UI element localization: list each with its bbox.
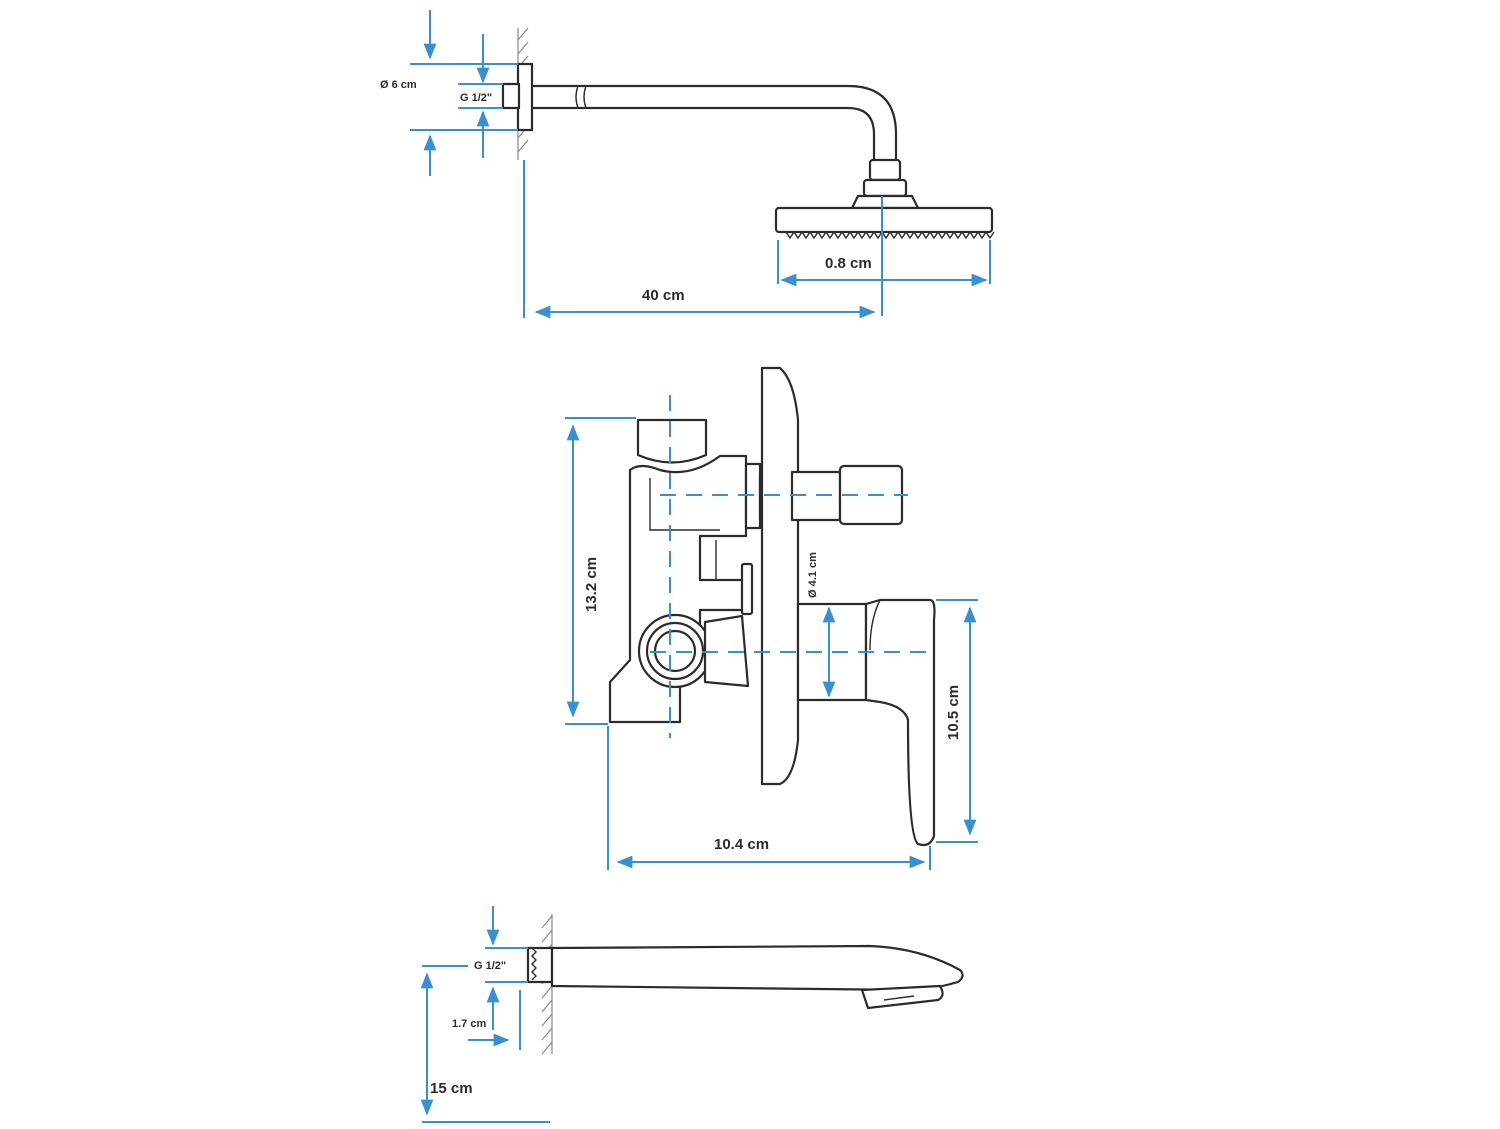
label-body-height: 13.2 cm: [583, 557, 600, 612]
lower-connector: [703, 614, 750, 688]
label-thread-depth: 1.7 cm: [452, 1018, 486, 1030]
label-depth: 10.4 cm: [714, 836, 769, 853]
label-head-thickness: 0.8 cm: [825, 255, 872, 272]
mixer-lever: [864, 598, 936, 847]
spout-thread: [526, 946, 554, 984]
shower-arm-bottom: [530, 106, 876, 162]
label-handle-height: 10.5 cm: [945, 685, 962, 740]
label-arm-length: 40 cm: [642, 287, 685, 304]
spout-body: [550, 944, 964, 992]
label-handle-diameter: Ø 4.1 cm: [807, 552, 819, 598]
ball-joint: [868, 158, 902, 182]
label-mount-height: 15 cm: [430, 1080, 473, 1097]
label-thread-size-bottom: G 1/2": [474, 960, 506, 972]
upper-inlet: [636, 418, 708, 464]
label-flange-diameter: Ø 6 cm: [380, 79, 417, 91]
shower-head: [774, 206, 994, 234]
shower-arm-top: [530, 84, 898, 162]
bath-spout-assembly: G 1/2" 1.7 cm 15 cm: [420, 906, 964, 1123]
head-connector: [850, 194, 920, 210]
label-thread-size-top: G 1/2": [460, 92, 492, 104]
shower-head-assembly: Ø 6 cm G 1/2" 0.8 cm 40 cm: [380, 10, 995, 319]
diverter-valve-assembly: 13.2 cm Ø 4.1 cm 10.5 cm 10.4 cm: [565, 366, 978, 870]
escutcheon-plate: [760, 366, 800, 786]
wall-hatch-bottom: [541, 914, 553, 1055]
arm-break-mark: [575, 85, 579, 109]
thread-stub: [501, 82, 521, 110]
spray-nozzles: [785, 230, 995, 240]
